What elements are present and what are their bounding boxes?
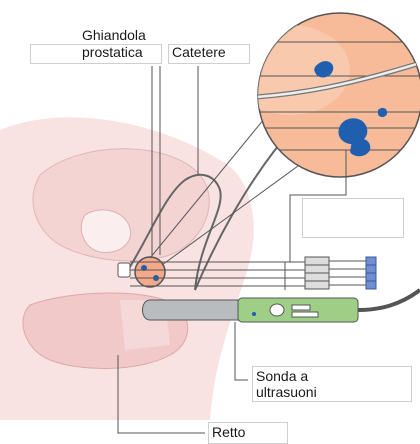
- needle-cap: [366, 265, 376, 273]
- label-probe-line1: Sonda a: [256, 368, 308, 385]
- label-prostate-line1: Ghiandola: [82, 27, 146, 44]
- needle-hubs: [305, 257, 376, 289]
- needle-hub: [305, 257, 329, 265]
- needles-label-box: [302, 198, 404, 238]
- pubic-bone: [81, 210, 130, 253]
- label-rectum: Retto: [212, 424, 245, 441]
- needle-template: [118, 263, 130, 277]
- probe-leader: [235, 322, 248, 380]
- probe-dot: [252, 312, 256, 316]
- probe-slot: [292, 312, 318, 317]
- label-probe-line2: ultrasuoni: [256, 384, 317, 401]
- label-catheter: Catetere: [172, 44, 226, 61]
- needle-cap: [366, 273, 376, 281]
- needle-hub: [305, 273, 329, 281]
- probe-tip: [143, 300, 241, 320]
- label-prostate-line2: prostatica: [82, 44, 143, 61]
- probe-cable: [358, 290, 420, 310]
- probe-slot: [292, 305, 310, 310]
- needle-cap: [366, 257, 376, 265]
- needle-hub: [305, 265, 329, 273]
- needle-cap: [366, 281, 376, 289]
- probe-button: [270, 304, 284, 316]
- needle-hub: [305, 281, 329, 289]
